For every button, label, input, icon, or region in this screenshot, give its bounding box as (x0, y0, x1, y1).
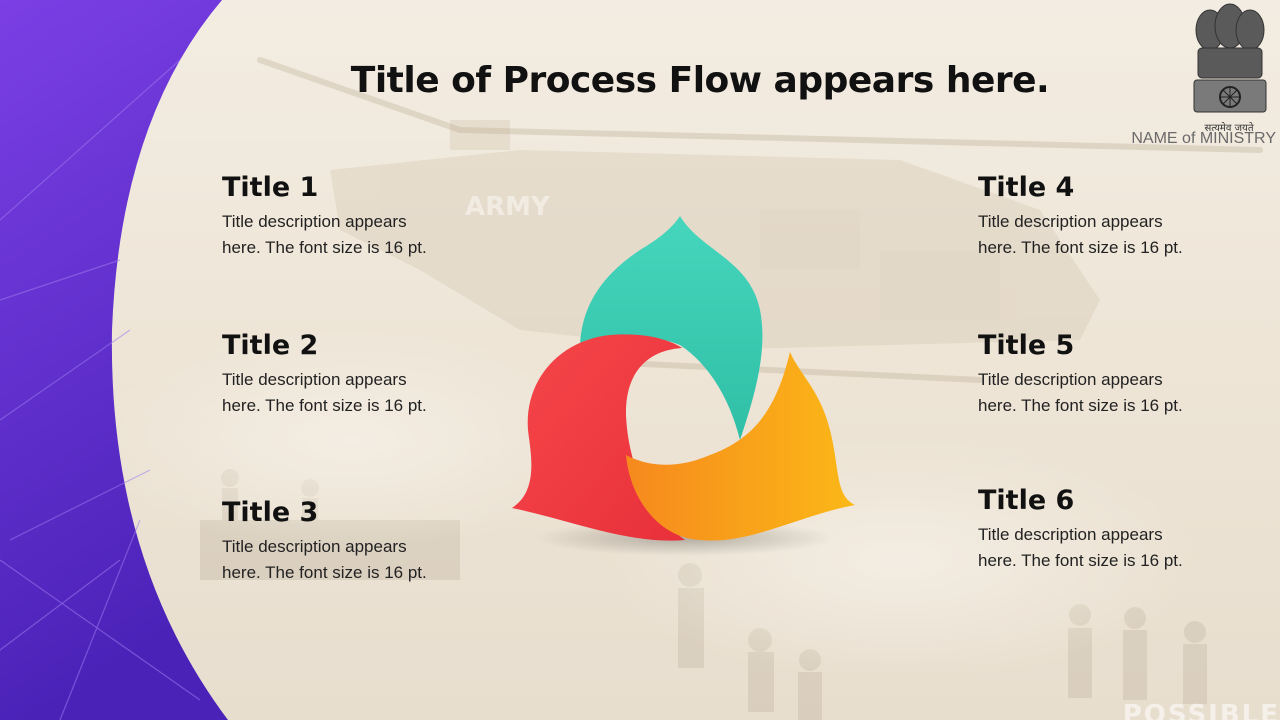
item-description: Title description appears here. The font… (222, 212, 427, 257)
item-2: Title 2 Title description appears here. … (222, 330, 462, 419)
item-5: Title 5 Title description appears here. … (978, 330, 1218, 419)
item-description: Title description appears here. The font… (222, 537, 427, 582)
item-3: Title 3 Title description appears here. … (222, 497, 462, 586)
item-description: Title description appears here. The font… (978, 525, 1183, 570)
petal-orange (626, 352, 855, 541)
item-description: Title description appears here. The font… (978, 370, 1183, 415)
item-1: Title 1 Title description appears here. … (222, 172, 462, 261)
item-4: Title 4 Title description appears here. … (978, 172, 1218, 261)
state-emblem-icon (1193, 3, 1267, 113)
item-description: Title description appears here. The font… (222, 370, 427, 415)
emblem-motto: सत्यमेव जयते (1204, 123, 1254, 134)
process-cycle-diagram (512, 216, 855, 556)
item-title: Title 6 (978, 485, 1075, 516)
ministry-name: NAME of MINISTRY (1131, 130, 1276, 147)
item-title: Title 5 (978, 330, 1075, 361)
petal-teal (580, 216, 763, 440)
item-title: Title 3 (222, 497, 319, 528)
brand-watermark: POSSIBLE (1122, 700, 1280, 720)
left-decorative-band (0, 0, 228, 720)
slide-title: Title of Process Flow appears here. (350, 60, 1050, 101)
item-title: Title 1 (222, 172, 319, 203)
item-title: Title 2 (222, 330, 319, 361)
item-6: Title 6 Title description appears here. … (978, 485, 1218, 574)
svg-text:ARMY: ARMY (465, 192, 551, 222)
item-title: Title 4 (978, 172, 1075, 203)
item-description: Title description appears here. The font… (978, 212, 1183, 257)
